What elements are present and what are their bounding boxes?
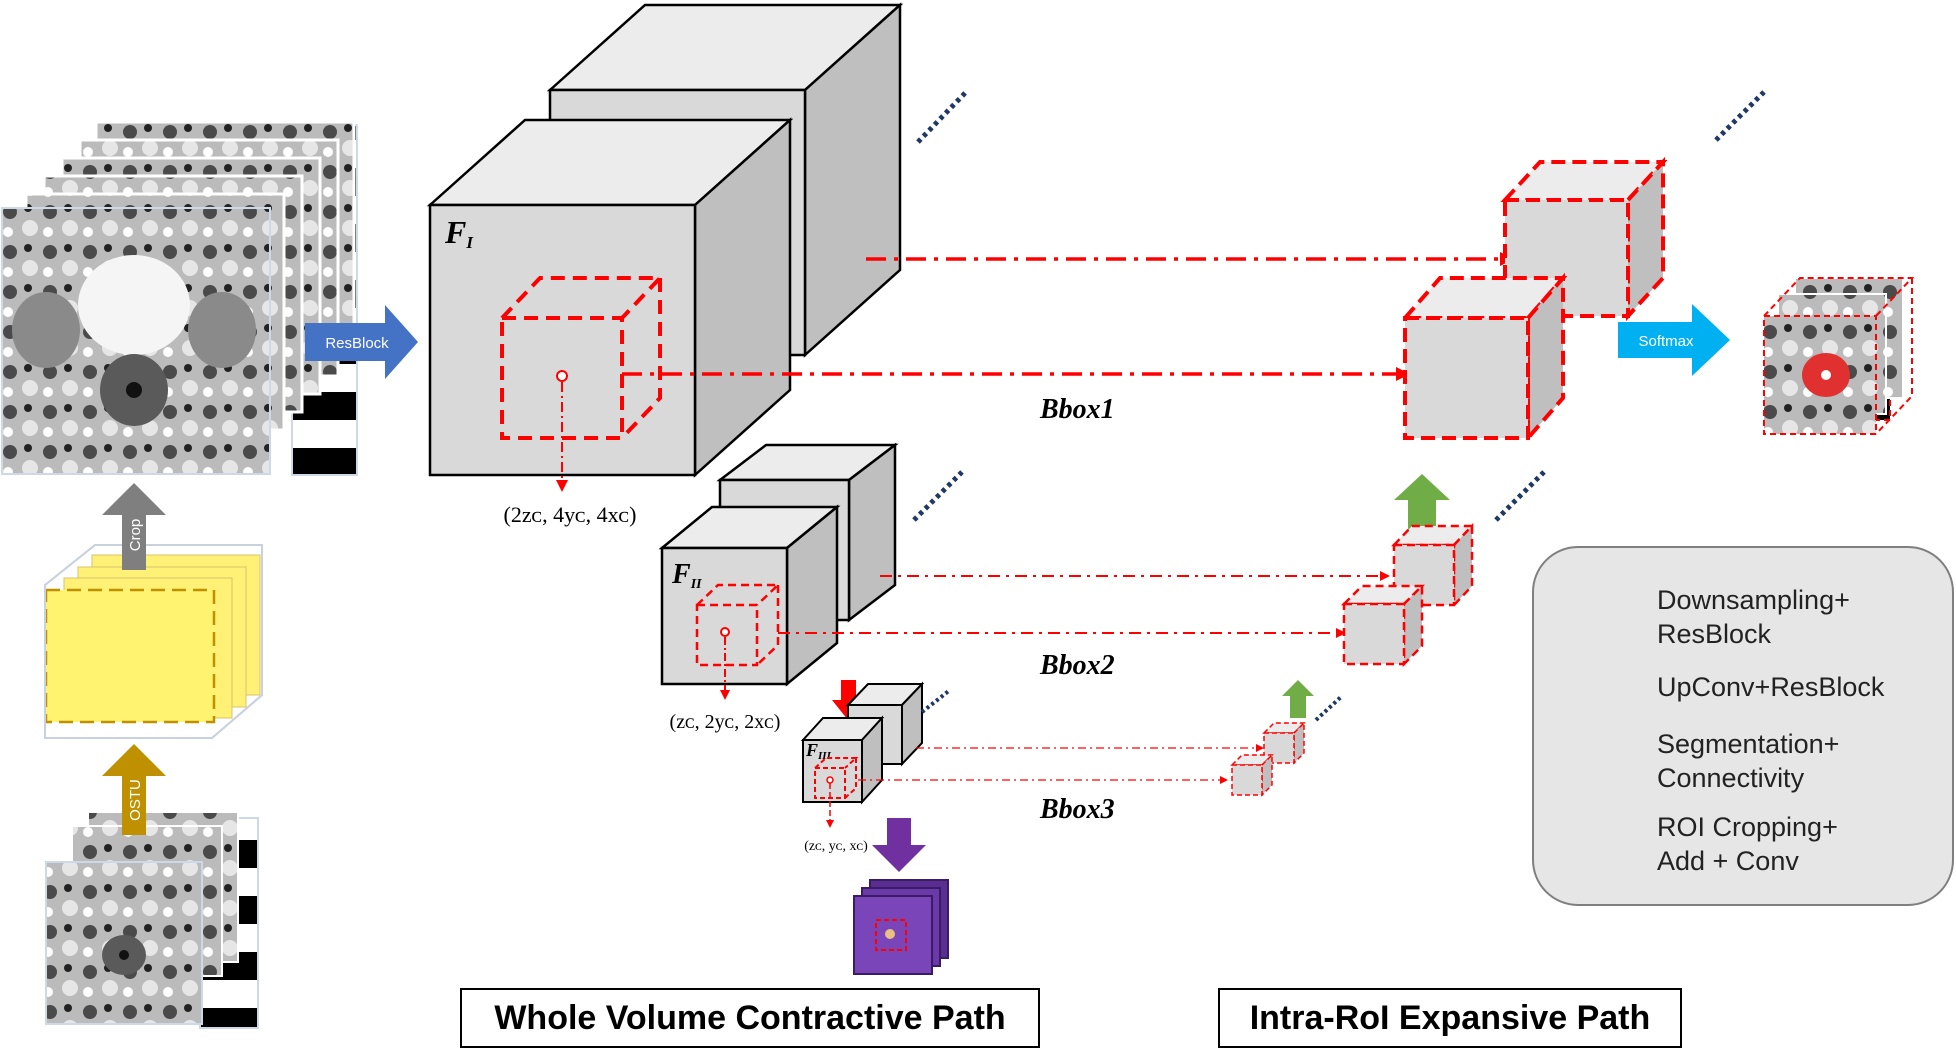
softmax-arrow: Softmax <box>1618 304 1730 376</box>
bbox-label-2: Bbox2 <box>1039 650 1115 681</box>
resblock-arrow: ResBlock <box>305 305 418 379</box>
crop-label: Crop <box>127 519 144 552</box>
bbox-label-3: Bbox3 <box>1039 794 1115 825</box>
roi-cube-2 <box>695 583 782 667</box>
input-mri-stack <box>45 811 259 1029</box>
ellipsis-dots <box>916 90 968 144</box>
coord-label-1: (2zᴄ, 4yᴄ, 4xᴄ) <box>504 502 637 527</box>
upconv-arrow-1 <box>1394 474 1450 532</box>
feature-label-f1: FI <box>444 214 474 252</box>
segmentation-output-volume <box>853 879 949 975</box>
expansive-cube-3-front <box>1230 753 1274 797</box>
ostu-label: OSTU <box>127 779 144 821</box>
expansive-cube-2-front <box>1340 582 1426 668</box>
roi-center-2 <box>720 627 730 637</box>
legend-item-roi-cropping: ROI Cropping+ Add + Conv <box>1657 812 1838 876</box>
expansive-path-label: Intra-RoI Expansive Path <box>1218 988 1682 1048</box>
feature-cube-1-front <box>426 117 794 478</box>
ellipsis-dots <box>1714 90 1766 142</box>
contractive-path-label: Whole Volume Contractive Path <box>460 988 1040 1048</box>
mri-volume-stack <box>1 120 358 476</box>
coord-label-3: (zᴄ, yᴄ, xᴄ) <box>804 839 868 854</box>
ellipsis-dots <box>1314 694 1344 722</box>
feature-label-f2: FII <box>671 559 702 592</box>
feature-cube-2-front <box>658 504 841 687</box>
roi-center-1 <box>556 370 568 382</box>
legend-item-upconv: UpConv+ResBlock <box>1657 672 1885 702</box>
crop-arrow: Crop <box>102 483 166 570</box>
legend-panel <box>1532 546 1954 906</box>
legend-item-downsampling: Downsampling+ ResBlock <box>1657 585 1850 649</box>
roi-connectors <box>622 257 1500 781</box>
ellipsis-dots <box>1494 470 1546 522</box>
ellipsis-dots <box>920 688 952 714</box>
upconv-arrow-2 <box>1282 680 1314 718</box>
output-segmentation-volume <box>1763 277 1915 435</box>
expansive-cube-1-front <box>1400 272 1568 444</box>
coord-label-2: (zᴄ, 2yᴄ, 2xᴄ) <box>670 711 781 733</box>
ostu-arrow: OSTU <box>102 744 166 835</box>
resblock-label: ResBlock <box>325 335 389 352</box>
bbox-label-1: Bbox1 <box>1039 394 1115 425</box>
ellipsis-dots <box>912 470 964 522</box>
legend-item-segmentation: Segmentation+ Connectivity <box>1657 729 1840 793</box>
roi-center-3 <box>826 776 834 784</box>
segmentation-arrow <box>872 818 926 872</box>
softmax-label: Softmax <box>1638 333 1694 350</box>
cropped-volume <box>44 544 263 739</box>
